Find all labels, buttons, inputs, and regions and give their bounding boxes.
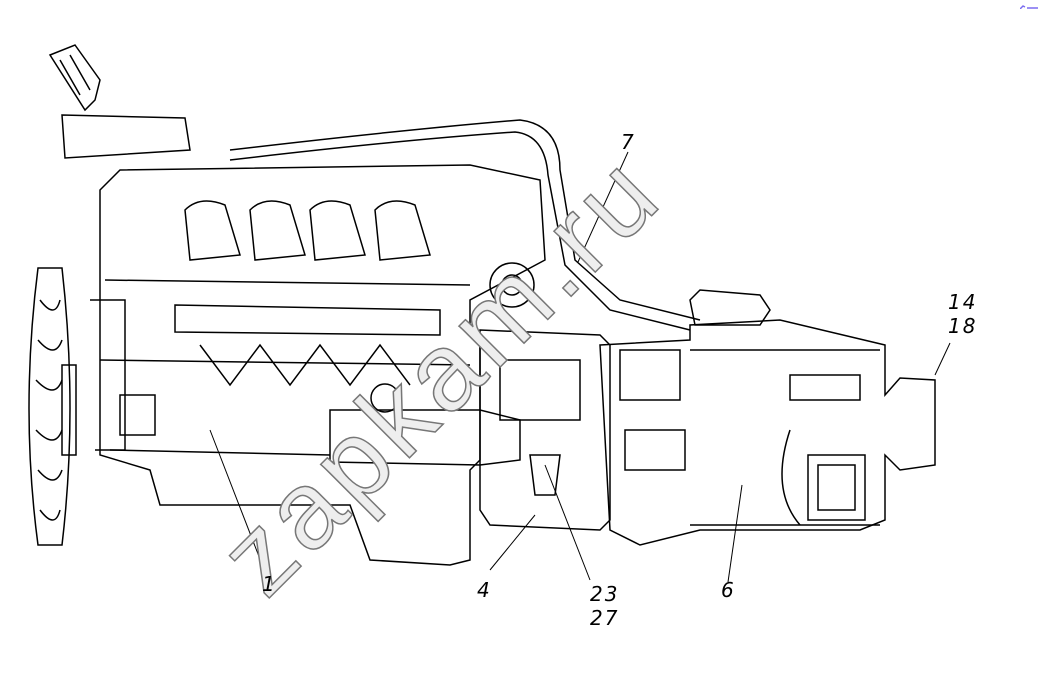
clutch-housing	[479, 329, 611, 531]
callout-23: 23	[590, 582, 620, 606]
callout-27: 27	[590, 606, 620, 630]
leader-lines	[209, 151, 951, 583]
callout-6: 6	[721, 578, 736, 602]
callout-7: 7	[621, 130, 636, 154]
corner-mark-icon	[1020, 5, 1038, 9]
gearbox	[599, 289, 936, 546]
callout-14: 14	[948, 290, 978, 314]
callout-1: 1	[262, 572, 277, 596]
fan	[28, 267, 77, 546]
callout-4: 4	[477, 578, 492, 602]
air-filter-hose	[48, 44, 191, 159]
callout-18: 18	[948, 314, 978, 338]
